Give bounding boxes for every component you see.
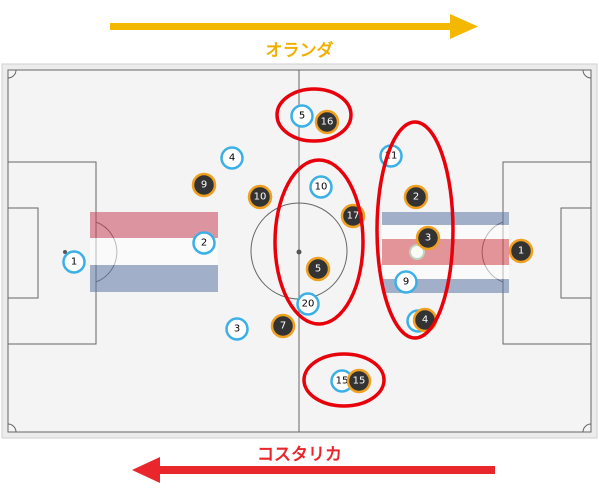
player-number: 4 <box>422 315 428 326</box>
arrow-left-costa-rica <box>132 457 495 483</box>
player-number: 11 <box>385 151 398 162</box>
player-number: 9 <box>201 180 207 191</box>
team-label-costa-rica: コスタリカ <box>257 445 342 465</box>
arrow-right-netherlands <box>110 14 478 39</box>
netherlands-player-2: 2 <box>192 231 216 255</box>
player-number: 1 <box>71 257 77 268</box>
player-number: 9 <box>403 277 409 288</box>
player-number: 16 <box>321 117 334 128</box>
player-number: 17 <box>347 211 360 222</box>
player-number: 10 <box>315 182 328 193</box>
costa-rica-player-1: 1 <box>508 238 534 264</box>
player-number: 10 <box>254 192 267 203</box>
player-number: 4 <box>229 153 235 164</box>
player-number: 15 <box>353 376 366 387</box>
costa-rica-player-10: 10 <box>247 184 273 210</box>
netherlands-player-3: 3 <box>225 317 249 341</box>
player-number: 3 <box>425 233 431 244</box>
netherlands-player-20: 20 <box>296 292 320 316</box>
netherlands-player-9: 9 <box>394 270 418 294</box>
costa-rica-player-5: 5 <box>305 256 331 282</box>
player-number: 5 <box>315 264 321 275</box>
player-number: 2 <box>413 192 419 203</box>
player-number: 7 <box>280 321 286 332</box>
costa-rica-player-9: 9 <box>191 172 217 198</box>
player-number: 1 <box>518 246 524 257</box>
costa-rica-player-7: 7 <box>270 313 296 339</box>
highlight-defense-line <box>375 120 455 340</box>
netherlands-player-5: 5 <box>290 104 314 128</box>
costa-rica-player-2: 2 <box>403 184 429 210</box>
player-number: 3 <box>234 324 240 335</box>
highlight-midfield <box>273 158 365 326</box>
netherlands-player-1: 1 <box>62 250 86 274</box>
costa-rica-player-16: 16 <box>314 109 340 135</box>
team-label-netherlands: オランダ <box>265 41 334 61</box>
highlight-bottom-pair <box>302 352 386 408</box>
highlight-ellipses <box>273 87 455 408</box>
highlight-top-pair <box>275 87 353 143</box>
costa-rica-player-15: 15 <box>346 368 372 394</box>
player-number: 5 <box>299 111 305 122</box>
player-number: 2 <box>201 238 207 249</box>
costa-rica-players: 16 9 10 17 5 7 15 2 3 1 4 <box>191 109 534 394</box>
costa-rica-player-3: 3 <box>415 225 441 251</box>
netherlands-player-4: 4 <box>220 146 244 170</box>
netherlands-flag <box>90 212 218 292</box>
costa-rica-flag <box>382 212 509 293</box>
player-number: 20 <box>302 299 315 310</box>
netherlands-player-10: 10 <box>309 175 333 199</box>
player-number: 15 <box>336 376 349 387</box>
